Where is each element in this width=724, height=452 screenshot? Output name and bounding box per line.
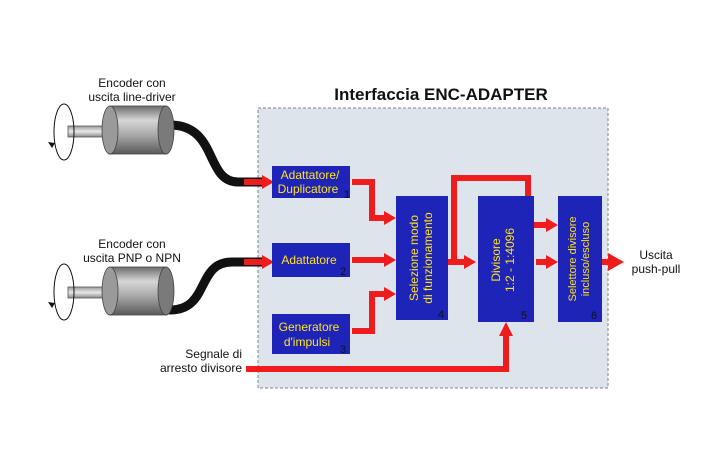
arrow-stop-to-b5 [246, 333, 509, 372]
arrowhead [262, 175, 274, 189]
block-3-line1: Generatore [279, 320, 340, 334]
encoder-pnp-npn [48, 257, 267, 321]
arrow-heads [262, 175, 624, 336]
arrow-bypass-to-b6 [451, 175, 548, 262]
encoder-1-label-line2: uscita line-driver [88, 90, 175, 104]
block-6-selettore: Selettore divisore incluso/escluso 6 [558, 196, 602, 322]
rotation-icon [53, 103, 75, 161]
signal-arrows [244, 175, 610, 372]
encoder-2-label-line1: Encoder con [98, 237, 165, 251]
arrowhead [499, 322, 513, 336]
arrowhead [608, 253, 624, 271]
output-label-line2: push-pull [632, 262, 681, 276]
encoder-2-body [109, 266, 167, 316]
arrowhead [262, 255, 274, 269]
cable-2 [165, 257, 267, 315]
encoder-1-body [109, 105, 167, 155]
stop-signal-label-line1: Segnale di [185, 347, 242, 361]
block-4-box [396, 196, 448, 320]
arrow-b1-to-b4 [352, 179, 386, 221]
block-2-adattatore: Adattatore 2 [272, 243, 350, 278]
rotation-arrow-icon [48, 302, 55, 308]
block-5-box [478, 196, 534, 322]
block-1-number: 1 [344, 189, 350, 201]
arrowhead [546, 255, 558, 269]
block-3-box [272, 314, 350, 354]
encoder-1-face [101, 105, 119, 155]
arrowhead [384, 253, 396, 267]
encoder-line-driver [48, 103, 267, 187]
block-5-line2: 1:2 - 1:4096 [503, 228, 517, 292]
panel-title: Interfaccia ENC-ADAPTER [334, 85, 548, 104]
arrowhead [384, 287, 396, 301]
stop-signal-label-line2: arresto divisore [160, 361, 242, 375]
block-4-line1: Selezione modo [407, 215, 421, 301]
block-1-line2: Duplicatore [278, 182, 339, 196]
block-1-box [272, 166, 350, 198]
output-label-line1: Uscita [639, 248, 673, 262]
encoder-2-face [101, 266, 119, 316]
rotation-arrow-icon [48, 142, 55, 148]
block-5-divisore: Divisore 1:2 - 1:4096 5 [478, 196, 534, 322]
block-5-line1: Divisore [489, 238, 503, 282]
block-2-box [272, 243, 350, 277]
block-6-line1: Selettore divisore [567, 217, 579, 302]
arrowhead [464, 255, 476, 269]
block-6-number: 6 [591, 310, 597, 322]
encoder-1-back [157, 105, 175, 155]
encoder-2-back [157, 266, 175, 316]
block-1-line1: Adattatore/ [281, 168, 340, 182]
block-2-line1: Adattatore [281, 253, 337, 267]
block-2-number: 2 [340, 266, 346, 278]
encoder-1-label-line1: Encoder con [98, 76, 165, 90]
arrowhead [384, 211, 396, 225]
block-1-adattatore-duplicatore: Adattatore/ Duplicatore 1 [272, 166, 350, 201]
cable-1 [165, 120, 267, 187]
block-6-box [558, 196, 602, 322]
block-6-line2: incluso/escluso [580, 222, 592, 297]
block-4-number: 4 [438, 309, 444, 321]
block-3-line2: d'impulsi [284, 335, 330, 349]
rotation-icon [53, 263, 75, 321]
encoder-2-label-line2: uscita PNP o NPN [83, 251, 181, 265]
block-4-selezione-modo: Selezione modo di funzionamento 4 [396, 196, 448, 321]
block-4-line2: di funzionamento [421, 212, 435, 304]
arrowhead [546, 218, 558, 232]
block-5-number: 5 [521, 310, 527, 322]
block-3-generatore: Generatore d'impulsi 3 [272, 314, 350, 356]
arrow-b3-to-b4 [352, 291, 386, 334]
block-3-number: 3 [340, 344, 346, 356]
